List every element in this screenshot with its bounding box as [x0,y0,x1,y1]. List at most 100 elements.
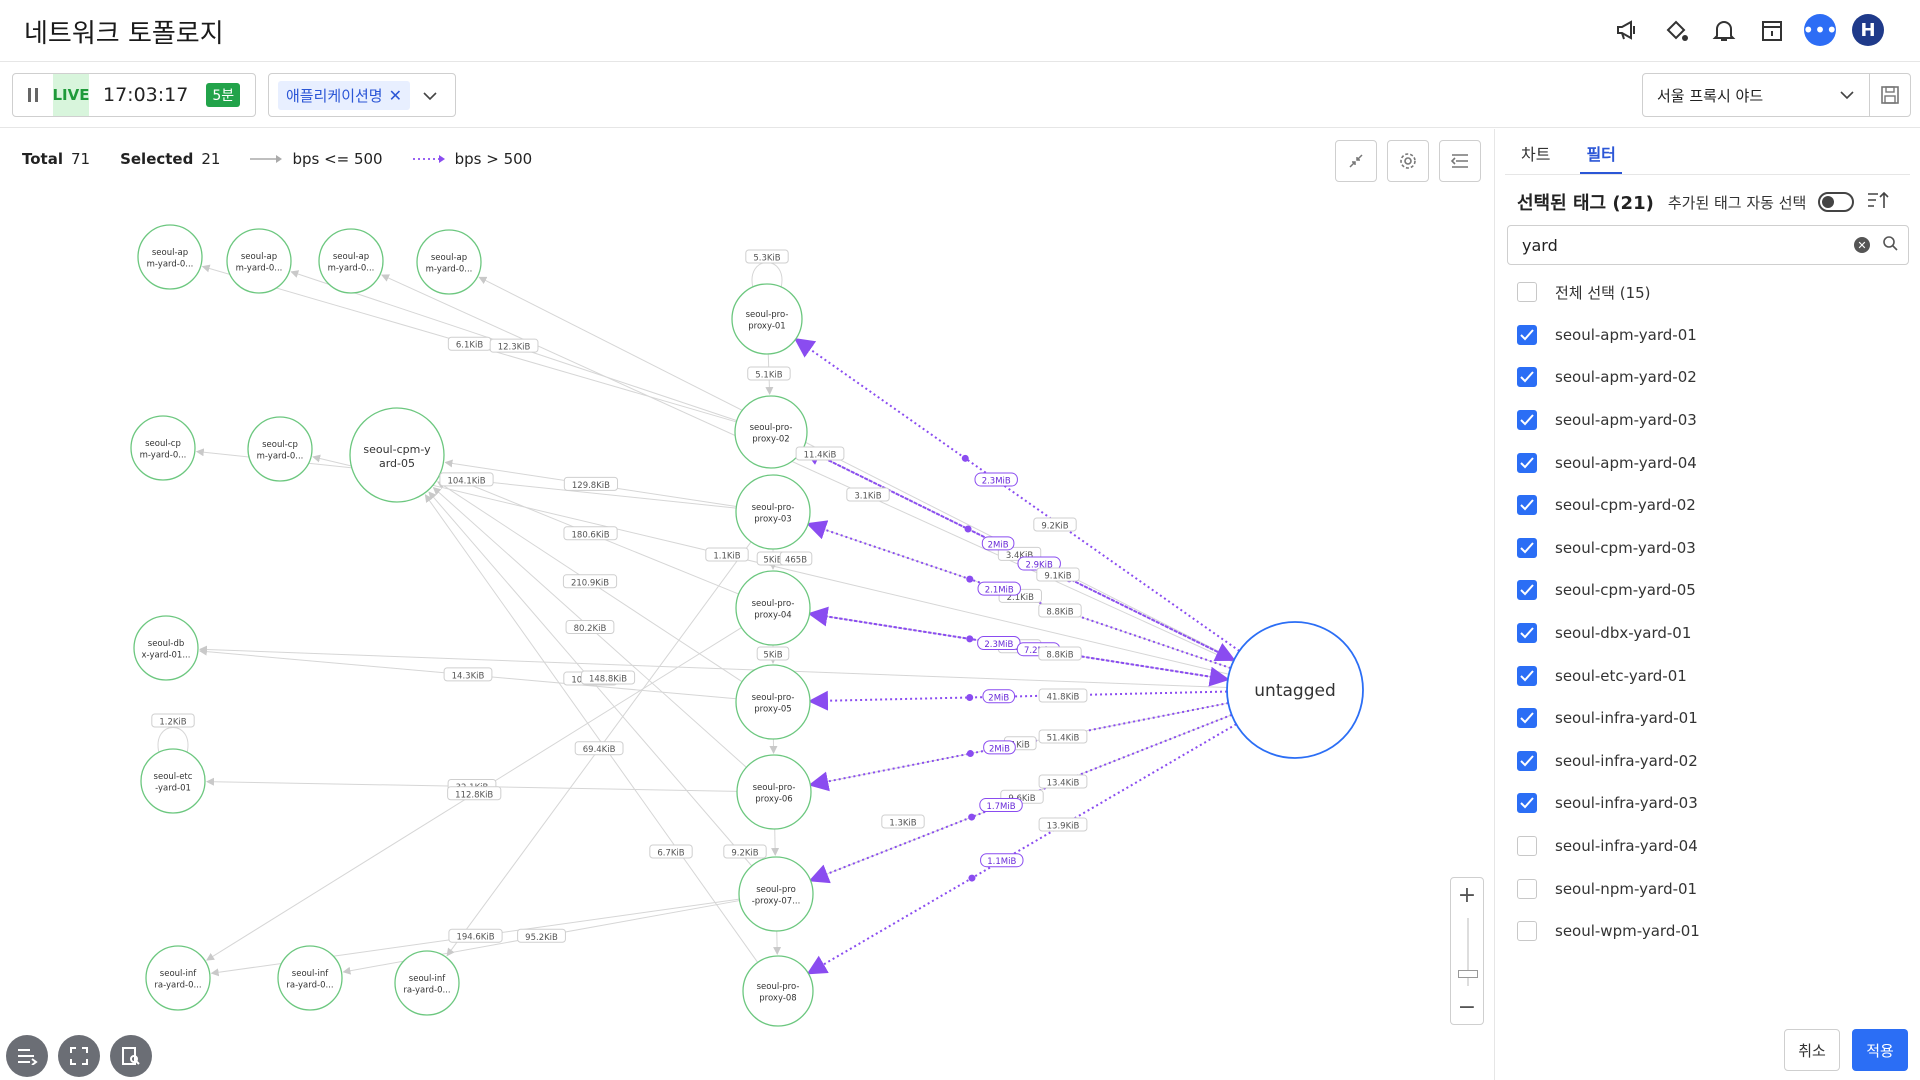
megaphone-icon[interactable] [1612,14,1644,46]
topology-node[interactable]: seoul-infra-yard-0... [277,945,343,1011]
node-circle[interactable] [735,664,811,740]
select-all-checkbox[interactable] [1517,282,1537,303]
interval-badge[interactable]: 5분 [206,83,241,107]
paint-bucket-icon[interactable] [1660,14,1692,46]
topology-node[interactable]: seoul-infra-yard-0... [394,950,460,1016]
node-circle[interactable] [247,416,313,482]
tag-checkbox[interactable] [1517,580,1537,601]
tag-checkbox[interactable] [1517,878,1537,899]
tag-item[interactable]: seoul-wpm-yard-01 [1517,910,1907,953]
tag-item[interactable]: seoul-infra-yard-02 [1517,740,1907,783]
tag-item[interactable]: seoul-cpm-yard-02 [1517,484,1907,527]
node-circle[interactable] [738,856,814,932]
tag-item[interactable]: seoul-cpm-yard-03 [1517,527,1907,570]
tag-item[interactable]: seoul-etc-yard-01 [1517,654,1907,697]
tag-checkbox[interactable] [1517,324,1537,345]
tag-filter-select[interactable]: 애플리케이션명 ✕ [268,73,456,117]
node-circle[interactable] [742,955,814,1027]
topology-node[interactable]: seoul-pro-proxy-06 [736,754,812,830]
topology-node[interactable]: seoul-pro-proxy-08 [742,955,814,1027]
tag-checkbox[interactable] [1517,750,1537,771]
tag-checkbox[interactable] [1517,623,1537,644]
topology-node[interactable]: seoul-pro-proxy-02 [734,395,808,469]
link-line[interactable] [198,645,1228,688]
topology-node[interactable]: seoul-etc-yard-01 [140,748,206,814]
save-button[interactable] [1869,73,1911,117]
tag-checkbox[interactable] [1517,410,1537,431]
topology-node[interactable]: seoul-pro-proxy-07... [738,856,814,932]
topology-node[interactable]: seoul-apm-yard-0... [137,224,203,290]
topology-node[interactable]: seoul-pro-proxy-01 [731,283,803,355]
node-circle[interactable] [731,283,803,355]
pause-button[interactable] [13,74,53,116]
tag-item[interactable]: seoul-infra-yard-01 [1517,697,1907,740]
tag-item[interactable]: seoul-infra-yard-03 [1517,782,1907,825]
traffic-link-line[interactable] [806,723,1237,975]
yard-select[interactable]: 서울 프록시 야드 [1642,73,1870,117]
zoom-track[interactable] [1467,918,1469,986]
collapse-button[interactable] [1335,140,1377,182]
topology-node[interactable]: seoul-cpm-yard-0... [247,416,313,482]
topology-node[interactable]: seoul-pro-proxy-03 [735,474,811,550]
tag-item[interactable]: seoul-infra-yard-04 [1517,825,1907,868]
search-input[interactable] [1522,235,1854,255]
node-circle[interactable] [137,224,203,290]
link-line[interactable] [424,494,759,963]
tag-checkbox[interactable] [1517,452,1537,473]
tab-chart[interactable]: 차트 [1521,145,1551,164]
tag-item[interactable]: seoul-npm-yard-01 [1517,867,1907,910]
tag-item[interactable]: seoul-apm-yard-04 [1517,441,1907,484]
topology-node[interactable]: seoul-pro-proxy-04 [735,570,811,646]
topology-node[interactable]: seoul-dbx-yard-01... [133,615,199,681]
node-circle[interactable] [140,748,206,814]
tag-item[interactable]: seoul-apm-yard-03 [1517,399,1907,442]
cancel-button[interactable]: 취소 [1784,1029,1840,1071]
tag-item[interactable]: seoul-dbx-yard-01 [1517,612,1907,655]
traffic-link-line[interactable] [807,690,1228,711]
tag-item[interactable]: seoul-cpm-yard-05 [1517,569,1907,612]
traffic-link-line[interactable] [806,520,1231,669]
tag-checkbox[interactable] [1517,708,1537,729]
node-circle[interactable] [277,945,343,1011]
topology-node[interactable]: seoul-apm-yard-0... [318,228,384,294]
node-circle[interactable] [318,228,384,294]
sort-icon[interactable] [1866,190,1890,214]
zoom-in-button[interactable]: + [1457,882,1477,908]
tab-filter[interactable]: 필터 [1580,139,1622,175]
tag-checkbox[interactable] [1517,665,1537,686]
live-label[interactable]: LIVE [53,74,90,116]
node-circle[interactable] [734,395,808,469]
zoom-slider-thumb[interactable] [1458,970,1478,978]
topology-node[interactable]: seoul-cpm-yard-0... [130,415,196,481]
node-circle[interactable] [133,615,199,681]
chevron-down-icon[interactable] [422,86,438,105]
node-circle[interactable] [145,945,211,1011]
avatar[interactable]: H [1852,14,1884,46]
tag-checkbox[interactable] [1517,836,1537,857]
node-circle[interactable] [735,570,811,646]
topology-node[interactable]: seoul-cpm-yard-05 [349,407,445,503]
link-line[interactable] [478,276,1235,660]
tag-checkbox[interactable] [1517,367,1537,388]
topology-node[interactable]: untagged [1226,621,1364,759]
tag-checkbox[interactable] [1517,537,1537,558]
fullscreen-button[interactable] [58,1035,100,1077]
tag-checkbox[interactable] [1517,495,1537,516]
menu-button[interactable] [6,1035,48,1077]
export-button[interactable] [110,1035,152,1077]
tag-checkbox[interactable] [1517,921,1537,942]
node-circle[interactable] [130,415,196,481]
topology-node[interactable]: seoul-pro-proxy-05 [735,664,811,740]
tag-item[interactable]: seoul-apm-yard-01 [1517,314,1907,357]
apply-button[interactable]: 적용 [1852,1029,1908,1071]
chat-icon[interactable]: ••• [1802,14,1838,46]
settings-button[interactable] [1387,140,1429,182]
node-circle[interactable] [349,407,445,503]
calendar-icon[interactable] [1756,14,1788,46]
traffic-link-line[interactable] [794,337,1240,652]
topology-node[interactable]: seoul-apm-yard-0... [416,229,482,295]
topology-node[interactable]: seoul-infra-yard-0... [145,945,211,1011]
topology-canvas[interactable]: seoul-apm-yard-0... seoul-apm-yard-0... se… [0,129,1494,1080]
panel-toggle-button[interactable] [1439,140,1481,182]
